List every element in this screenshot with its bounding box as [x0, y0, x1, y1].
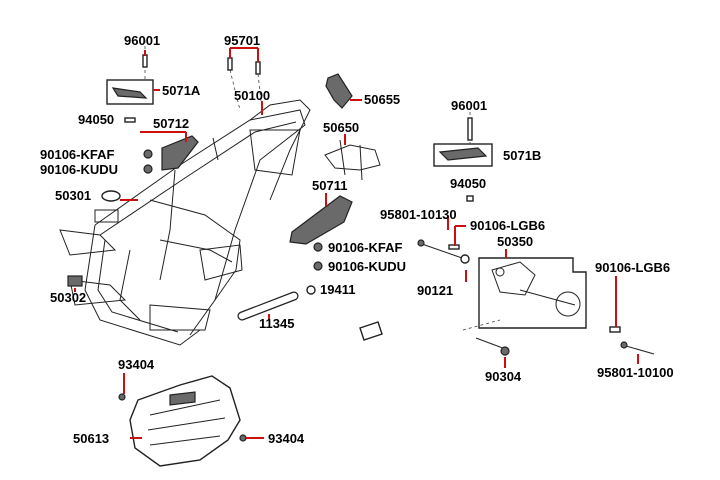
- part-label-93404-top: 93404: [118, 357, 155, 372]
- part-label-5071a: 5071A: [162, 83, 201, 98]
- part-label-96001-right: 96001: [451, 98, 487, 113]
- part-label-50650: 50650: [323, 120, 359, 135]
- part-label-50350: 50350: [497, 234, 533, 249]
- bolts-90106-left-illustration: [143, 149, 153, 174]
- part-label-5071b: 5071B: [503, 148, 541, 163]
- bolt-94050-left-illustration: [124, 117, 136, 123]
- part-label-95801-10100: 95801-10100: [597, 365, 674, 380]
- part-label-96001-left: 96001: [124, 33, 160, 48]
- hose-11345-illustration: [237, 291, 299, 321]
- part-label-90106-kudu-left: 90106-KUDU: [40, 162, 118, 177]
- part-19411-illustration: [306, 285, 316, 295]
- label-plate-illustration: [359, 321, 383, 341]
- part-label-90106-lgb6-top: 90106-LGB6: [470, 218, 545, 233]
- part-label-50613: 50613: [73, 431, 109, 446]
- part-label-90106-kfaf-mid: 90106-KFAF: [328, 240, 402, 255]
- part-label-50100: 50100: [234, 88, 270, 103]
- part-label-90304: 90304: [485, 369, 522, 384]
- plate-50711-illustration: [289, 195, 353, 245]
- grommet-50301-illustration: [101, 190, 121, 202]
- bracket-50655-illustration: [325, 73, 353, 109]
- part-label-50301: 50301: [55, 188, 91, 203]
- part-label-93404-bottom: 93404: [268, 431, 305, 446]
- part-label-90106-kudu-mid: 90106-KUDU: [328, 259, 406, 274]
- part-label-11345: 11345: [259, 316, 294, 331]
- leader-lines: [74, 47, 639, 439]
- clip-50302-illustration: [67, 275, 83, 287]
- frame-illustration: [59, 99, 311, 346]
- part-label-95701: 95701: [224, 33, 260, 48]
- hanger-50350-illustration: [478, 257, 587, 329]
- part-labels: 96001 95701 5071A 50100 50655 94050 5071…: [40, 33, 674, 446]
- part-label-50712: 50712: [153, 116, 189, 131]
- part-label-94050-right: 94050: [450, 176, 486, 191]
- part-label-19411: 19411: [320, 282, 355, 297]
- plate-50712-illustration: [161, 135, 219, 171]
- part-label-90106-lgb6-right: 90106-LGB6: [595, 260, 670, 275]
- part-label-50711: 50711: [312, 178, 347, 193]
- part-label-94050-left: 94050: [78, 112, 114, 127]
- part-label-50302: 50302: [50, 290, 86, 305]
- part-label-90121: 90121: [417, 283, 453, 298]
- bolts-90106-mid-illustration: [313, 242, 323, 271]
- long-bolts-illustration: [417, 239, 655, 356]
- bracket-50650-illustration: [324, 139, 381, 181]
- bracket-5071b-illustration: [433, 112, 493, 202]
- bracket-5071a-illustration: [106, 40, 154, 105]
- part-label-95801-10130: 95801-10130: [380, 207, 457, 222]
- under-cover-50613-illustration: [118, 375, 247, 467]
- part-label-90106-kfaf-left: 90106-KFAF: [40, 147, 114, 162]
- part-label-50655: 50655: [364, 92, 400, 107]
